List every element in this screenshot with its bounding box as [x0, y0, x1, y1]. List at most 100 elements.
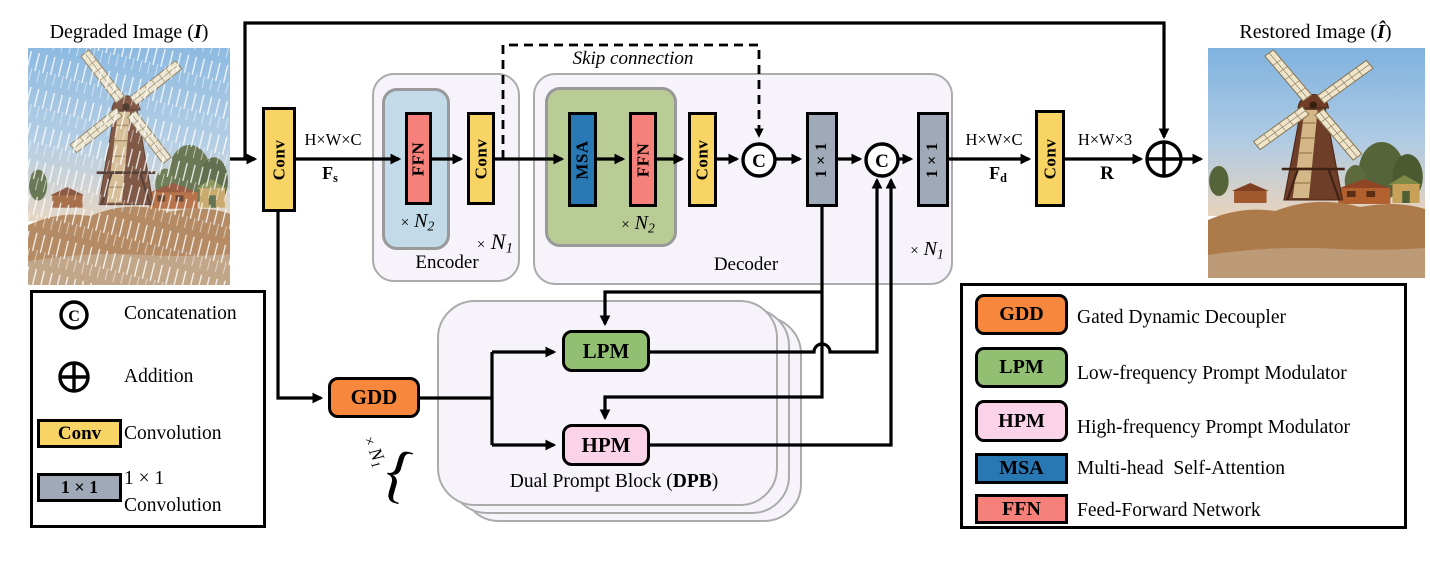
conv-block-input: Conv	[262, 107, 296, 212]
skip-connection-dashed-line	[501, 43, 764, 159]
decoder-n1-multiplier: × N1	[898, 238, 956, 262]
feature-fs-label: Fs	[300, 163, 360, 186]
legend-1x1-text-line1: 1 × 1	[124, 468, 164, 489]
fs-base: F	[322, 163, 334, 183]
decoder-n1-n: N	[923, 238, 937, 260]
decoder-n2-multiplier: × N2	[608, 212, 668, 236]
legend-msa-chip: MSA	[975, 453, 1068, 484]
encoder-n1-n: N	[490, 229, 506, 254]
dpb-title-suffix: )	[711, 471, 719, 492]
residual-r-text: R	[1100, 163, 1114, 184]
legend-gdd-chip: GDD	[975, 294, 1068, 335]
conv-block-decoder-label: Conv	[692, 139, 712, 180]
encoder-n2-sub: 2	[427, 218, 435, 234]
lpm-block-label: LPM	[582, 338, 630, 363]
degraded-caption-var: I	[193, 21, 202, 43]
legend-gdd-desc: Gated Dynamic Decoupler	[1077, 307, 1286, 328]
dims-hwc-decoder-text: H×W×C	[965, 130, 1023, 149]
legend-ffn-chip-label: FFN	[1002, 497, 1041, 520]
legend-msa-desc-text: Multi-head Self-Attention	[1077, 458, 1285, 479]
arrow-1x1a-to-hpm	[599, 207, 824, 421]
ffn-block-decoder-label: FFN	[633, 142, 653, 177]
degraded-image-caption: Degraded Image (I)	[28, 21, 230, 43]
concat-symbol-2: C	[875, 151, 889, 172]
hpm-block-label: HPM	[581, 432, 631, 457]
legend-convolution-text: Convolution	[124, 423, 222, 444]
ffn-block-decoder: FFN	[629, 112, 657, 207]
degraded-windmill-photo	[28, 48, 230, 285]
restored-image-caption: Restored Image (Î)	[1206, 21, 1425, 43]
one-by-one-block-2: 1 × 1	[917, 112, 949, 207]
legend-msa-desc: Multi-head Self-Attention	[1077, 458, 1285, 479]
restored-caption-prefix: Restored Image (	[1239, 21, 1378, 43]
legend-conv-chip: Conv	[37, 419, 122, 448]
conv-block-encoder: Conv	[467, 112, 495, 205]
legend-lpm-desc: Low-frequency Prompt Modulator	[1077, 363, 1347, 384]
encoder-n1-multiplier: × N1	[466, 229, 524, 257]
concat-circle-2: C	[864, 142, 900, 178]
one-by-one-block-2-label: 1 × 1	[924, 141, 941, 178]
legend-ffn-chip: FFN	[975, 494, 1068, 524]
feature-fd-label: Fd	[968, 163, 1028, 186]
legend-ffn-desc: Feed-Forward Network	[1077, 500, 1261, 521]
msa-block-label: MSA	[572, 139, 592, 180]
legend-msa-chip-label: MSA	[999, 457, 1044, 479]
conv-block-input-label: Conv	[269, 139, 289, 180]
legend-1x1-chip-label: 1 × 1	[60, 477, 99, 497]
encoder-n2-times: ×	[400, 215, 410, 231]
one-by-one-block-1-label: 1 × 1	[813, 141, 830, 178]
decoder-n2-n: N	[634, 212, 648, 234]
encoder-n1-sub: 1	[505, 240, 514, 257]
conv-block-output-label: Conv	[1040, 138, 1060, 179]
arrow-1x1a-to-lpm	[599, 290, 822, 327]
ffn-block-encoder-label: FFN	[408, 141, 428, 176]
addition-circle	[1145, 140, 1183, 178]
decoder-n1-sub: 1	[937, 246, 944, 262]
dpb-title-bold: DPB	[672, 471, 712, 492]
addition-icon	[58, 361, 90, 393]
concat-circle-1: C	[741, 142, 777, 178]
dims-hwc-decoder: H×W×C	[951, 130, 1037, 149]
dims-hwc-encoder-text: H×W×C	[304, 130, 362, 149]
decoder-section-label: Decoder	[694, 254, 798, 276]
skip-connection-text: Skip connection	[572, 48, 694, 69]
arrow-hpm-to-concat2	[650, 177, 897, 447]
decoder-n2-times: ×	[621, 217, 630, 233]
encoder-section-label: Encoder	[397, 252, 497, 274]
encoder-section-text: Encoder	[415, 252, 479, 273]
concat-symbol-1: C	[752, 151, 766, 172]
fd-sub: d	[1000, 171, 1007, 186]
decoder-n1-times: ×	[910, 243, 919, 259]
msa-block: MSA	[568, 112, 597, 207]
legend-concatenation-text: Concatenation	[124, 303, 237, 324]
legend-lpm-chip-label: LPM	[999, 356, 1044, 378]
encoder-n2-n: N	[414, 210, 428, 232]
gdd-block-label: GDD	[350, 385, 398, 409]
legend-lpm-desc-text: Low-frequency Prompt Modulator	[1077, 363, 1347, 384]
concatenation-icon: C	[59, 300, 89, 330]
legend-ffn-desc-text: Feed-Forward Network	[1077, 500, 1261, 521]
concatenation-icon-letter: C	[68, 308, 80, 325]
encoder-n2-multiplier: × N2	[390, 210, 445, 234]
dpb-title: Dual Prompt Block (DPB)	[464, 471, 764, 492]
arrow-lpm-to-concat2	[650, 177, 883, 354]
degraded-caption-prefix: Degraded Image (	[49, 21, 194, 43]
residual-r-label: R	[1077, 163, 1137, 185]
legend-1x1-label-line1: 1 × 1	[124, 468, 165, 489]
legend-convolution-label: Convolution	[124, 423, 222, 444]
legend-conv-chip-label: Conv	[57, 422, 102, 444]
global-residual-line	[243, 21, 1170, 159]
legend-lpm-chip: LPM	[975, 347, 1068, 388]
dpb-title-prefix: Dual Prompt Block (	[509, 471, 673, 492]
dims-hw3-label: H×W×3	[1062, 130, 1148, 149]
lpm-block: LPM	[562, 330, 650, 372]
skip-connection-label: Skip connection	[548, 48, 718, 70]
legend-addition-label: Addition	[124, 366, 194, 387]
ffn-block-encoder: FFN	[405, 112, 432, 205]
legend-addition-text: Addition	[124, 366, 193, 387]
legend-hpm-desc-text: High-frequency Prompt Modulator	[1077, 417, 1350, 438]
gdd-block: GDD	[328, 377, 420, 418]
decoder-section-text: Decoder	[713, 254, 779, 275]
